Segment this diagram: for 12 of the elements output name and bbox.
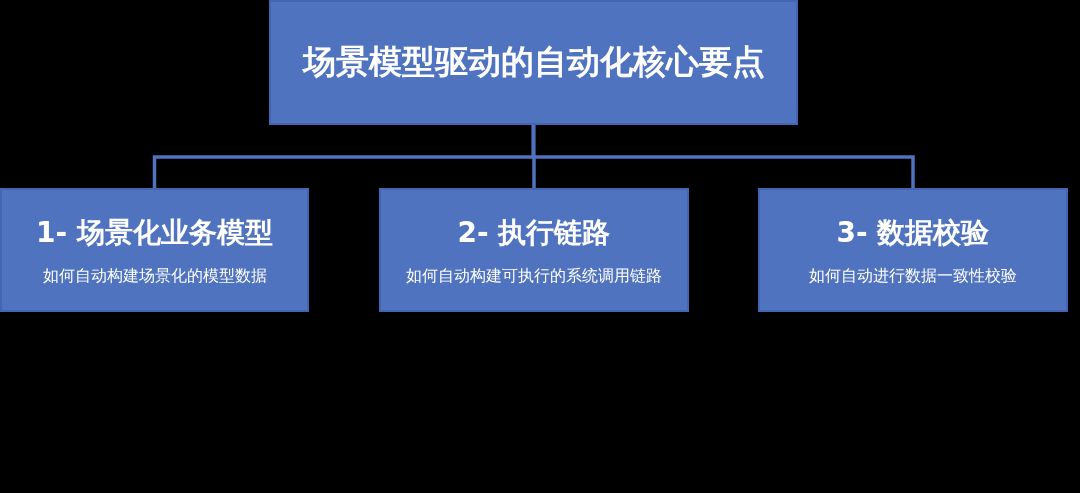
topic-description: 如何自动构建场景化的模型数据 [42,265,267,287]
topic-heading: 1- 场景化业务模型 [36,214,273,251]
topic-description: 如何自动进行数据一致性校验 [809,265,1017,287]
box-title: 场景模型驱动的自动化核心要点 [302,41,765,83]
topic-box [0,188,309,312]
topic-heading: 2- 执行链路 [457,214,611,251]
connector-line [531,125,915,188]
topic-box [758,188,1068,312]
title-box [269,0,798,125]
topic-description: 如何自动构建可执行的系统调用链路 [406,265,662,287]
topic-box [379,188,689,312]
topic-heading: 3- 数据校验 [836,214,990,251]
